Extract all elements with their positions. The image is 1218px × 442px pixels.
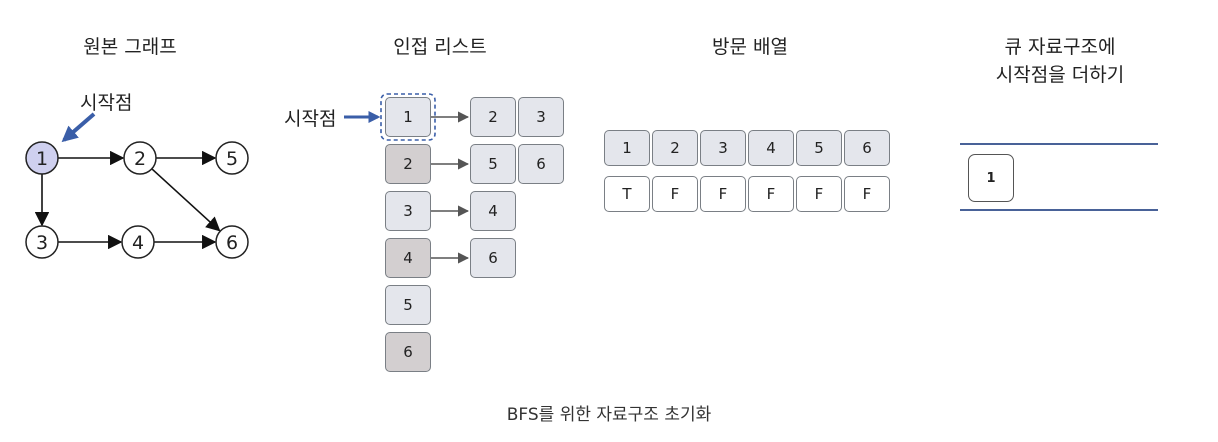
visited-value-5: F bbox=[796, 176, 842, 212]
adjacency-start-label: 시작점 bbox=[284, 108, 337, 130]
adjacency-neighbor-1-3: 3 bbox=[518, 97, 564, 137]
adjacency-neighbor-4-6: 6 bbox=[470, 238, 516, 278]
visited-value-4: F bbox=[748, 176, 794, 212]
visited-index-2: 2 bbox=[652, 130, 698, 166]
adjacency-vertex-5: 5 bbox=[385, 285, 431, 325]
graph-start-arrow bbox=[61, 112, 96, 143]
adjacency-title: 인접 리스트 bbox=[393, 36, 487, 58]
visited-index-1: 1 bbox=[604, 130, 650, 166]
graph-edges bbox=[34, 150, 221, 250]
graph-node-label-4: 4 bbox=[132, 232, 144, 254]
graph-node-label-3: 3 bbox=[36, 232, 48, 254]
queue-title-line1: 큐 자료구조에 bbox=[1004, 36, 1116, 58]
graph-node-1 bbox=[25, 141, 59, 175]
queue-title-line2: 시작점을 더하기 bbox=[995, 64, 1125, 86]
adjacency-vertex-2: 2 bbox=[385, 144, 431, 184]
adjacency-vertex-6: 6 bbox=[385, 332, 431, 372]
queue-item-1: 1 bbox=[968, 154, 1014, 202]
adjacency-neighbor-2-6: 6 bbox=[518, 144, 564, 184]
graph-start-label: 시작점 bbox=[80, 92, 133, 114]
visited-value-3: F bbox=[700, 176, 746, 212]
adjacency-arrows bbox=[422, 111, 470, 264]
visited-title: 방문 배열 bbox=[712, 36, 788, 58]
visited-value-6: F bbox=[844, 176, 890, 212]
visited-value-1: T bbox=[604, 176, 650, 212]
start-cell-highlight bbox=[380, 93, 436, 141]
visited-value-2: F bbox=[652, 176, 698, 212]
figure-caption: BFS를 위한 자료구조 초기화 bbox=[506, 405, 712, 425]
graph-node-label-6: 6 bbox=[226, 232, 238, 254]
graph-node-5 bbox=[215, 141, 249, 175]
adjacency-neighbor-1-2: 2 bbox=[470, 97, 516, 137]
graph-node-label-2: 2 bbox=[134, 148, 146, 170]
graph-nodes: 1 2 3 4 5 6 bbox=[25, 141, 249, 259]
graph-node-4 bbox=[121, 225, 155, 259]
graph-node-2 bbox=[123, 141, 157, 175]
adjacency-neighbor-3-4: 4 bbox=[470, 191, 516, 231]
adjacency-vertex-1: 1 bbox=[385, 97, 431, 137]
adjacency-vertex-4: 4 bbox=[385, 238, 431, 278]
visited-index-5: 5 bbox=[796, 130, 842, 166]
graph-node-3 bbox=[25, 225, 59, 259]
graph-title: 원본 그래프 bbox=[83, 36, 177, 58]
graph-node-label-5: 5 bbox=[226, 148, 238, 170]
graph-node-label-1: 1 bbox=[36, 148, 48, 170]
visited-index-4: 4 bbox=[748, 130, 794, 166]
graph-edge-2-6 bbox=[151, 168, 221, 232]
adjacency-neighbor-2-5: 5 bbox=[470, 144, 516, 184]
adjacency-vertex-3: 3 bbox=[385, 191, 431, 231]
visited-index-6: 6 bbox=[844, 130, 890, 166]
visited-index-3: 3 bbox=[700, 130, 746, 166]
graph-node-6 bbox=[215, 225, 249, 259]
